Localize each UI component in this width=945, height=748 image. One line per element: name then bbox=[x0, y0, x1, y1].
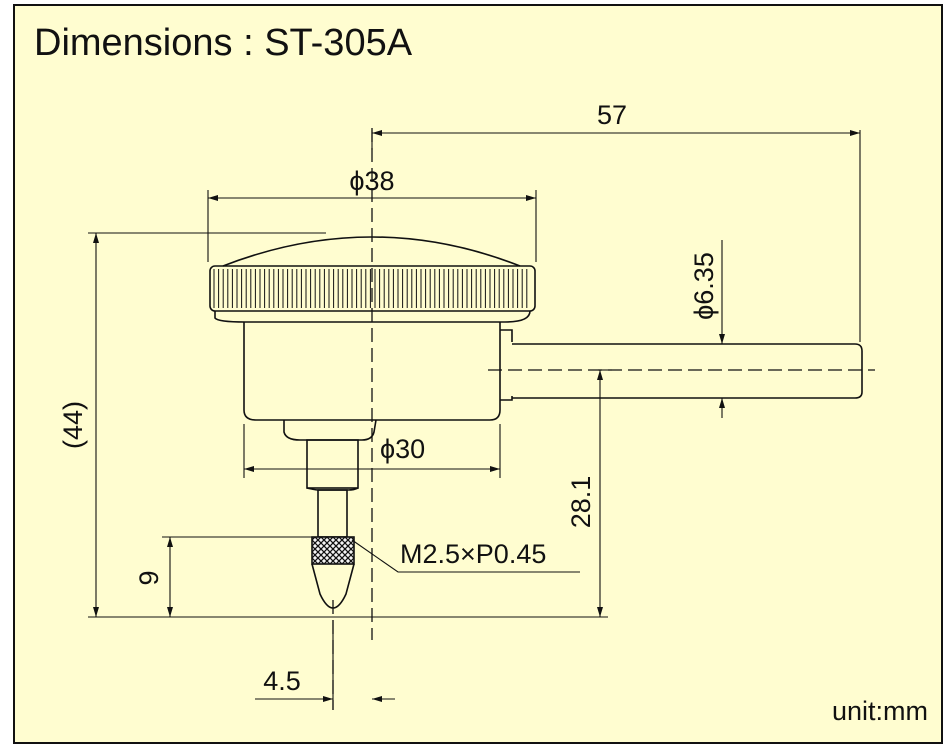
dimension-labels: 57 ϕ38 (44) ϕ30 ϕ6.35 28.1 M2.5×P0.45 9 … bbox=[58, 100, 719, 696]
thread-leader bbox=[351, 539, 580, 573]
label-total-height: (44) bbox=[58, 401, 88, 449]
drawing-title: Dimensions : ST-305A bbox=[34, 22, 413, 64]
label-body-diameter: ϕ30 bbox=[380, 434, 425, 464]
gauge-body bbox=[243, 322, 501, 421]
label-tip-offset: 4.5 bbox=[263, 666, 301, 696]
label-stem-diameter: ϕ6.35 bbox=[689, 252, 719, 320]
label-thread: M2.5×P0.45 bbox=[400, 539, 546, 569]
bezel-knurl-lines bbox=[213, 269, 528, 308]
spindle bbox=[306, 439, 359, 489]
label-stem-height: 28.1 bbox=[566, 476, 596, 529]
gauge-outline bbox=[209, 236, 863, 609]
knurled-thread bbox=[311, 536, 355, 565]
dimension-lines bbox=[88, 130, 861, 710]
horizontal-stem bbox=[512, 343, 863, 399]
label-tip-length: 9 bbox=[134, 570, 164, 585]
bezel-collar bbox=[214, 310, 531, 323]
drawing-background bbox=[13, 4, 943, 744]
unit-label: unit:mm bbox=[832, 696, 928, 726]
label-bezel-diameter: ϕ38 bbox=[349, 166, 394, 196]
label-stem-offset: 57 bbox=[597, 100, 627, 130]
